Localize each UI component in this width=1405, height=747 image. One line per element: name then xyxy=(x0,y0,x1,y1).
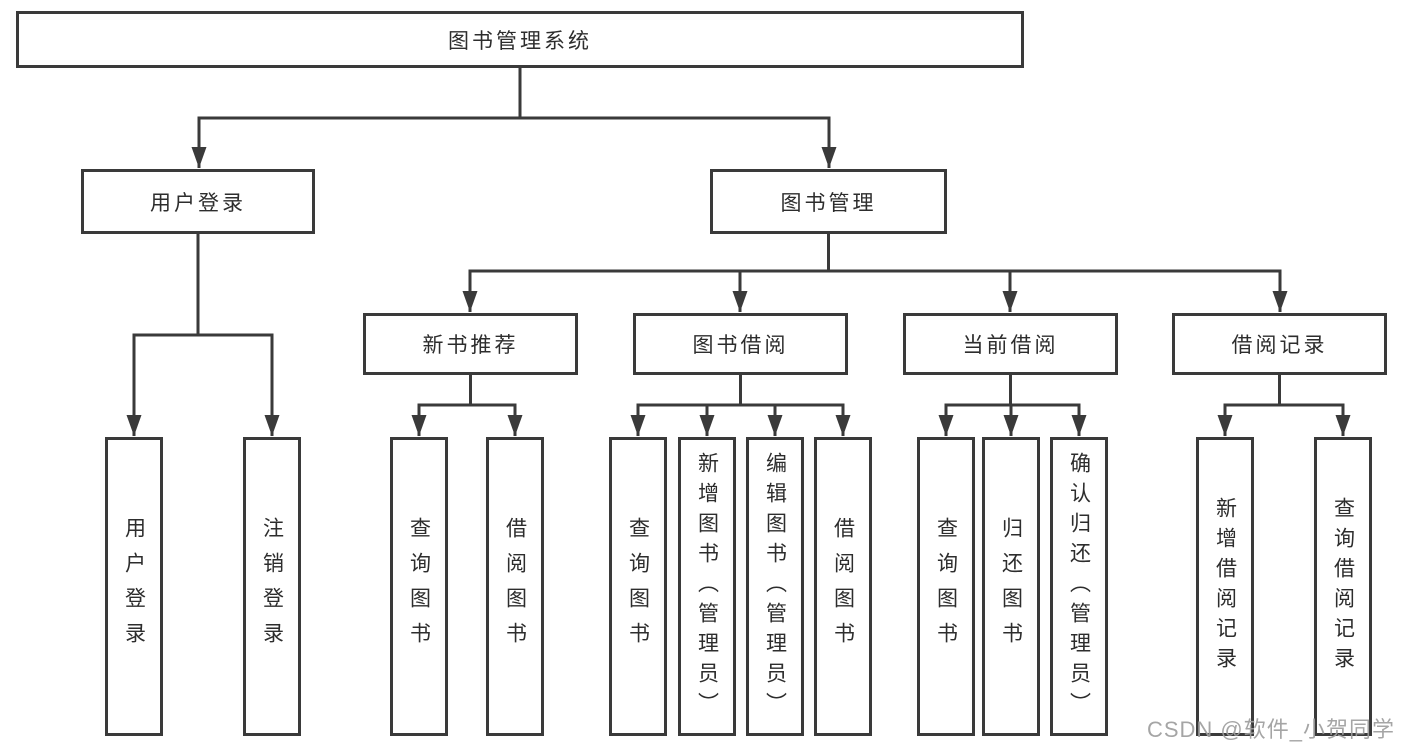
connector-records-trunk xyxy=(1223,375,1345,407)
connector-currentborrow-trunk xyxy=(944,375,1081,407)
leaf-label: 确认归还（管理员） xyxy=(1067,451,1091,722)
node-label: 新书推荐 xyxy=(422,334,519,357)
node-borrowing-records: 借阅记录 xyxy=(1172,313,1387,375)
leaf-label: 借阅图书 xyxy=(503,516,527,657)
node-label: 用户登录 xyxy=(150,191,246,215)
leaf-label: 新增图书（管理员） xyxy=(695,451,719,722)
leaf-label: 注销登录 xyxy=(260,516,284,657)
leaf-records-add: 新增借阅记录 xyxy=(1196,437,1254,736)
leaf-borrow-borrow: 借阅图书 xyxy=(814,437,872,736)
node-label: 当前借阅 xyxy=(962,334,1059,357)
leaf-label: 新增借阅记录 xyxy=(1213,496,1237,677)
leaf-borrow-add-admin: 新增图书（管理员） xyxy=(678,437,736,736)
leaf-user-login: 用户登录 xyxy=(105,437,163,736)
leaf-label: 借阅图书 xyxy=(831,516,855,657)
leaf-label: 查询图书 xyxy=(934,516,958,657)
leaf-current-return: 归还图书 xyxy=(982,437,1040,736)
node-user-login: 用户登录 xyxy=(81,169,315,234)
connector-root-trunk xyxy=(197,68,831,120)
leaf-label: 编辑图书（管理员） xyxy=(763,451,787,722)
leaf-label: 用户登录 xyxy=(122,516,146,657)
leaf-label: 查询图书 xyxy=(407,516,431,657)
leaf-label: 归还图书 xyxy=(999,516,1023,657)
connector-newbooks-trunk xyxy=(417,375,517,407)
leaf-newbooks-borrow: 借阅图书 xyxy=(486,437,544,736)
leaf-current-confirm-admin: 确认归还（管理员） xyxy=(1050,437,1108,736)
connector-bookmgmt-trunk xyxy=(468,234,1281,273)
leaf-current-query: 查询图书 xyxy=(917,437,975,736)
leaf-records-query: 查询借阅记录 xyxy=(1314,437,1372,736)
leaf-logout: 注销登录 xyxy=(243,437,301,736)
leaf-newbooks-query: 查询图书 xyxy=(390,437,448,736)
node-current-borrowing: 当前借阅 xyxy=(903,313,1118,375)
node-label: 图书管理系统 xyxy=(448,29,592,53)
node-label: 借阅记录 xyxy=(1231,334,1328,357)
node-book-management: 图书管理 xyxy=(710,169,947,234)
leaf-label: 查询图书 xyxy=(626,516,650,657)
connector-userlogin-trunk xyxy=(132,234,274,337)
leaf-label: 查询借阅记录 xyxy=(1331,496,1355,677)
node-label: 图书借阅 xyxy=(692,334,789,357)
leaf-borrow-edit-admin: 编辑图书（管理员） xyxy=(746,437,804,736)
node-label: 图书管理 xyxy=(780,191,877,215)
leaf-borrow-query: 查询图书 xyxy=(609,437,667,736)
node-book-borrowing: 图书借阅 xyxy=(633,313,848,375)
node-library-system: 图书管理系统 xyxy=(16,11,1024,68)
connector-bookborrow-trunk xyxy=(636,375,845,407)
csdn-watermark: CSDN @软件_小贺同学 xyxy=(1146,717,1395,742)
node-new-book-recommend: 新书推荐 xyxy=(363,313,578,375)
